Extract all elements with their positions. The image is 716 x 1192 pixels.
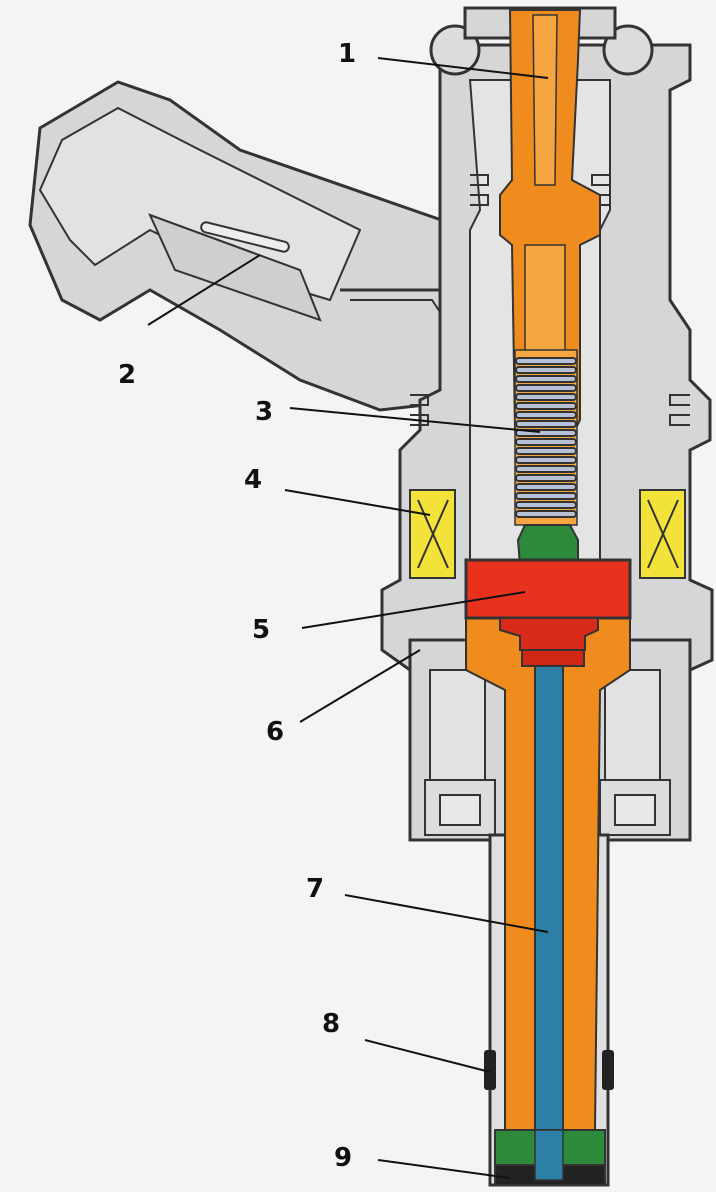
- callout-4: 4: [244, 465, 262, 495]
- spring-coil: [515, 465, 577, 473]
- spring-coil: [515, 420, 577, 428]
- injector-needle: [533, 665, 565, 1183]
- solenoid-coil: [409, 489, 686, 579]
- callout-8: 8: [322, 1009, 340, 1039]
- callout-9: 9: [334, 1143, 352, 1173]
- electrical-connector: [28, 80, 472, 412]
- callout-3: 3: [255, 397, 273, 427]
- callout-6: 6: [266, 717, 284, 747]
- callout-1: 1: [338, 39, 356, 69]
- spring-coil: [515, 375, 577, 383]
- nozzle-tip: [494, 1129, 606, 1186]
- spring-coil: [515, 366, 577, 374]
- spring-coil: [515, 357, 577, 365]
- callout-7: 7: [306, 874, 324, 904]
- spring-coil: [515, 456, 577, 464]
- spring-coil: [515, 483, 577, 491]
- callout-2: 2: [118, 360, 136, 390]
- spring-coil: [515, 492, 577, 500]
- nozzle-seals: [484, 1050, 614, 1090]
- callout-5: 5: [252, 615, 270, 645]
- spring-coil: [515, 474, 577, 482]
- spring-coil: [515, 384, 577, 392]
- spring-coil: [515, 438, 577, 446]
- spring-coil: [515, 510, 577, 518]
- spring-coil: [515, 402, 577, 410]
- spring-coil: [515, 393, 577, 401]
- spring-coil: [515, 501, 577, 509]
- spring-coil: [515, 411, 577, 419]
- armature: [464, 558, 632, 667]
- return-spring: [514, 349, 578, 526]
- callout-labels: 1 2 3 4 5 6 7 8 9: [118, 39, 356, 1173]
- spring-coil: [515, 447, 577, 455]
- leader-lines: [147, 57, 549, 1179]
